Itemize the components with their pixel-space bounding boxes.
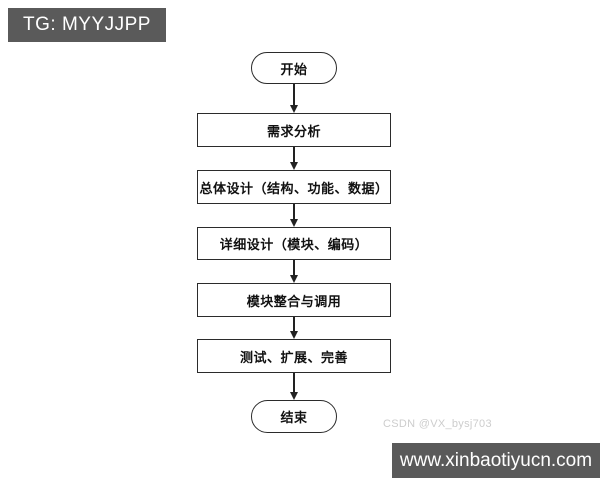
flow-node-testing: 测试、扩展、完善 <box>197 339 391 373</box>
flow-node-detailed-design: 详细设计（模块、编码） <box>197 227 391 260</box>
website-url-bar: www.xinbaotiyucn.com <box>392 443 600 478</box>
arrow-shaft <box>293 373 295 392</box>
arrowhead-icon <box>290 105 298 113</box>
flow-node-end: 结束 <box>251 400 337 433</box>
arrow-down-icon <box>287 204 301 227</box>
flow-node-module-integration: 模块整合与调用 <box>197 283 391 317</box>
csdn-watermark: CSDN @VX_bysj703 <box>383 418 492 430</box>
arrowhead-icon <box>290 162 298 170</box>
arrow-shaft <box>293 260 295 275</box>
arrow-shaft <box>293 317 295 331</box>
flow-node-overall-design: 总体设计（结构、功能、数据） <box>197 170 391 204</box>
arrow-down-icon <box>287 373 301 400</box>
arrow-down-icon <box>287 84 301 113</box>
flow-node-requirements-analysis: 需求分析 <box>197 113 391 147</box>
arrow-shaft <box>293 84 295 105</box>
arrow-down-icon <box>287 317 301 339</box>
arrowhead-icon <box>290 331 298 339</box>
flow-node-start: 开始 <box>251 52 337 84</box>
arrow-shaft <box>293 204 295 219</box>
arrowhead-icon <box>290 392 298 400</box>
arrow-down-icon <box>287 147 301 170</box>
arrow-shaft <box>293 147 295 162</box>
arrowhead-icon <box>290 219 298 227</box>
arrowhead-icon <box>290 275 298 283</box>
arrow-down-icon <box>287 260 301 283</box>
tg-badge: TG: MYYJJPP <box>8 8 166 42</box>
